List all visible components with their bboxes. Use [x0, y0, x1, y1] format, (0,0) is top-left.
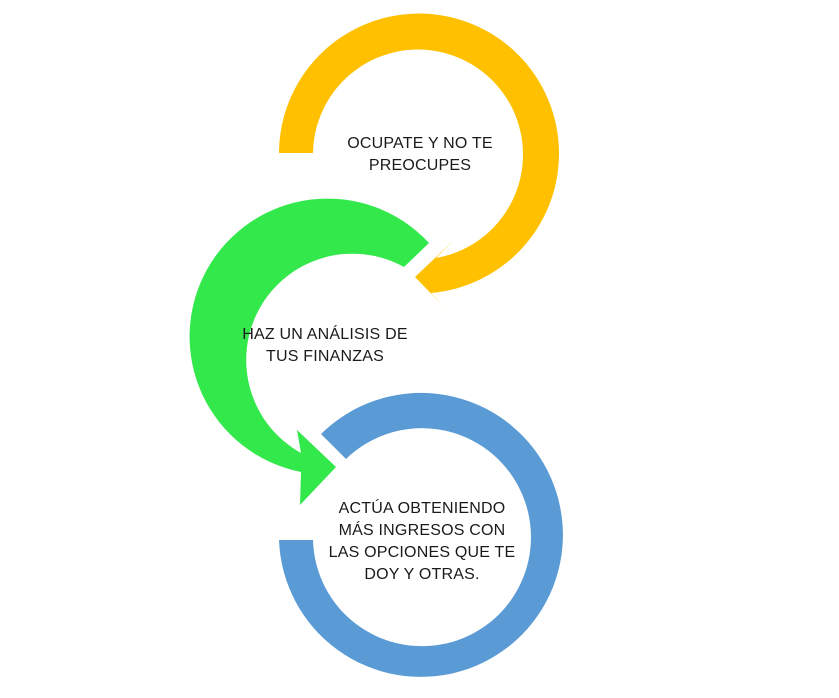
- step-3-label: ACTÚA OBTENIENDO MÁS INGRESOS CON LAS OP…: [318, 498, 526, 586]
- step-3-line-4: DOY Y OTRAS.: [364, 566, 480, 583]
- step-2-line-1: HAZ UN ANÁLISIS DE: [242, 326, 408, 343]
- step-2-line-2: TUS FINANZAS: [266, 348, 384, 365]
- step-1-label: OCUPATE Y NO TE PREOCUPES: [330, 133, 510, 177]
- step-3-line-2: MÁS INGRESOS CON: [338, 522, 506, 539]
- arrow-ring-1: [279, 13, 559, 312]
- arrow-ring-2: [189, 198, 429, 505]
- step-1-line-1: OCUPATE Y NO TE: [347, 135, 493, 152]
- step-3-line-1: ACTÚA OBTENIENDO: [338, 500, 506, 517]
- step-2-label: HAZ UN ANÁLISIS DE TUS FINANZAS: [230, 324, 420, 368]
- step-3-line-3: LAS OPCIONES QUE TE: [328, 544, 516, 561]
- step-1-line-2: PREOCUPES: [368, 157, 472, 174]
